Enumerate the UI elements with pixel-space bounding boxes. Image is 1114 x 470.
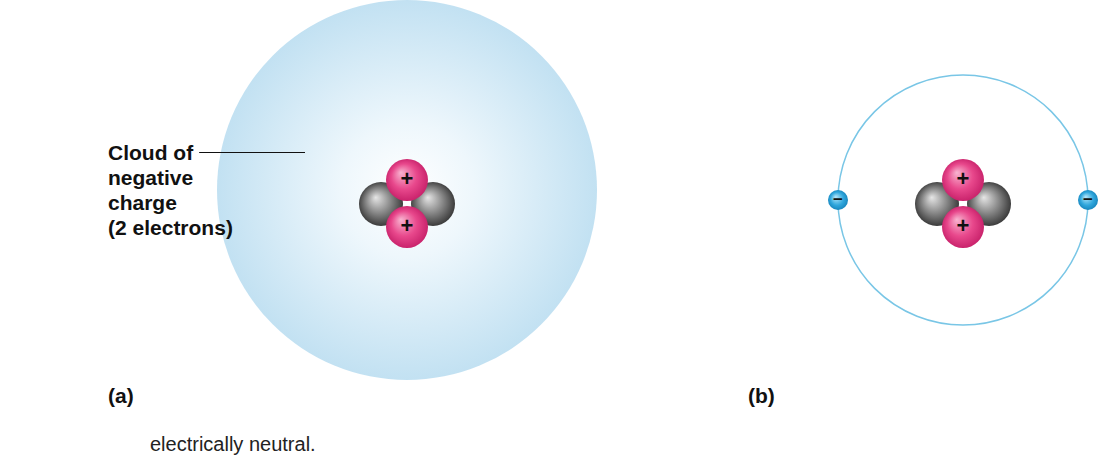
charge-sign: − bbox=[833, 191, 843, 208]
charge-sign: − bbox=[1083, 191, 1093, 208]
proton bbox=[386, 206, 428, 248]
electron bbox=[828, 190, 848, 210]
proton bbox=[942, 206, 984, 248]
panel-letter: (b) bbox=[748, 383, 775, 408]
charge-sign: + bbox=[957, 168, 970, 190]
panel-letter: (a) bbox=[108, 383, 134, 408]
nucleus-b bbox=[915, 159, 1011, 248]
charge-sign: + bbox=[401, 215, 414, 237]
charge-sign: + bbox=[957, 215, 970, 237]
proton bbox=[942, 159, 984, 201]
note-text: electrically neutral. bbox=[150, 432, 316, 456]
nucleus-a bbox=[359, 159, 455, 248]
electron-orbit bbox=[838, 75, 1088, 325]
electron-cloud bbox=[217, 0, 597, 380]
leader-line bbox=[199, 152, 305, 153]
electron bbox=[1078, 190, 1098, 210]
charge-sign: + bbox=[401, 168, 414, 190]
proton bbox=[386, 159, 428, 201]
cloud-label: Cloud of negative charge (2 electrons) bbox=[108, 140, 233, 240]
